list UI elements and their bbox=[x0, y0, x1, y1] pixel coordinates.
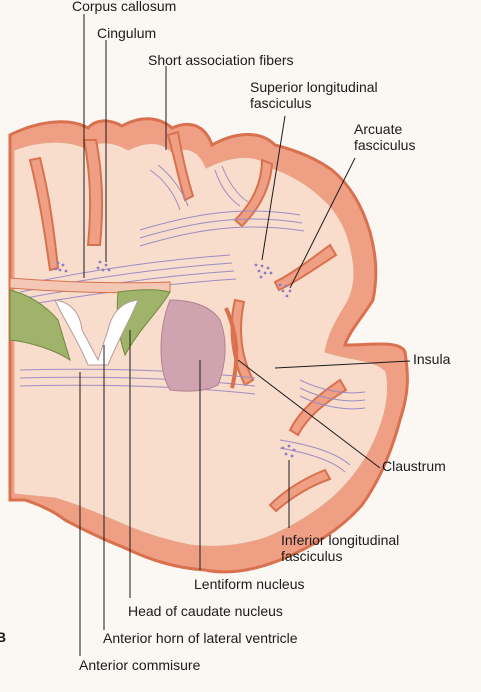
leader-lines bbox=[79, 14, 411, 656]
label-anterior-commisure: Anterior commisure bbox=[79, 657, 201, 673]
lentiform bbox=[160, 299, 226, 392]
label-anterior-horn-lateral-ventricle: Anterior horn of lateral ventricle bbox=[103, 630, 298, 646]
label-corpus-callosum: Corpus callosum bbox=[72, 0, 177, 14]
label-insula: Insula bbox=[413, 351, 451, 367]
label-cingulum: Cingulum bbox=[97, 25, 157, 41]
label-claustrum: Claustrum bbox=[382, 458, 446, 474]
ventricle bbox=[54, 299, 139, 366]
label-head-of-caudate-nucleus: Head of caudate nucleus bbox=[128, 603, 283, 619]
label-inferior-longitudinal-fasciculus: Inferior longitudinal fasciculus bbox=[281, 532, 400, 564]
label-superior-longitudinal-fasciculus: Superior longitudinal fasciculus bbox=[250, 79, 378, 111]
dot-clusters bbox=[54, 260, 296, 458]
caudate-left bbox=[9, 289, 71, 362]
panel-letter: B bbox=[0, 629, 7, 645]
label-arcuate-fasciculus: Arcuate fasciculus bbox=[354, 121, 416, 153]
label-short-association-fibers: Short association fibers bbox=[148, 52, 294, 68]
claustrum bbox=[224, 307, 239, 389]
label-lentiform-nucleus: Lentiform nucleus bbox=[194, 576, 305, 592]
